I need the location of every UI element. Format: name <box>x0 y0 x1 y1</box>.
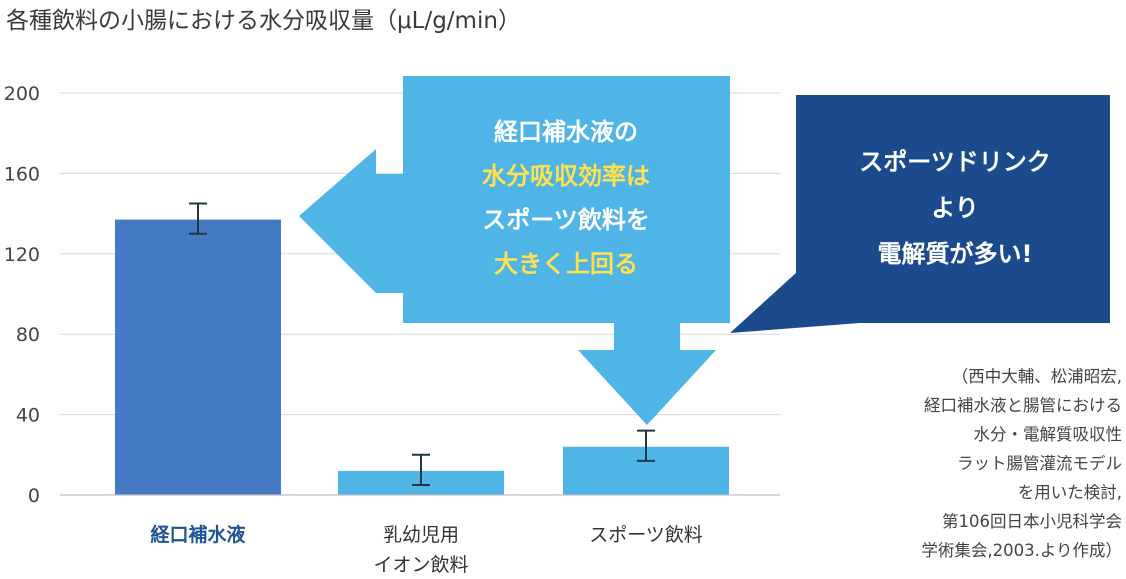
secondary-callout-line: より <box>931 194 979 222</box>
source-line: 学術集会,2003.より作成） <box>921 541 1122 560</box>
main-callout-line: 経口補水液の <box>494 118 638 146</box>
y-tick-label: 160 <box>4 163 40 185</box>
error-bar <box>189 202 207 235</box>
source-line: を用いた検討, <box>1018 483 1122 502</box>
main-callout-shape <box>299 76 730 425</box>
bars <box>115 219 729 495</box>
main-callout-line: 大きく上回る <box>494 250 638 278</box>
error-bars <box>189 202 655 486</box>
x-tick-label: スポーツ飲料 <box>589 524 703 546</box>
secondary-callout-line: スポーツドリンク <box>859 148 1051 176</box>
x-tick-label: 経口補水液 <box>150 523 246 546</box>
main-callout-line: スポーツ飲料を <box>482 206 650 234</box>
error-bar <box>412 453 430 486</box>
bar <box>115 219 281 495</box>
source-line: ラット腸管灌流モデル <box>957 453 1122 473</box>
secondary-callout-shape <box>730 95 1110 333</box>
y-tick-label: 0 <box>28 485 40 507</box>
y-tick-label: 120 <box>4 244 40 266</box>
chart-title: 各種飲料の小腸における水分吸収量（μL/g/min） <box>6 8 521 34</box>
source-line: 水分・電解質吸収性 <box>974 425 1123 444</box>
y-tick-label: 80 <box>16 324 40 346</box>
y-tick-label: 200 <box>4 83 40 105</box>
secondary-callout-line: 電解質が多い! <box>878 240 1033 268</box>
source-citation: （西中大輔、松浦昭宏, 経口補水液と腸管における水分・電解質吸収性ラット腸管灌流モ… <box>921 367 1122 560</box>
x-tick-label: 乳幼児用イオン飲料 <box>373 524 468 576</box>
error-bar <box>637 429 655 462</box>
source-line: 第106回日本小児科学会 <box>942 512 1122 531</box>
main-callout-line: 水分吸収効率は <box>482 162 650 190</box>
x-axis: 経口補水液 乳幼児用イオン飲料 スポーツ飲料 <box>60 494 780 576</box>
source-line: 経口補水液と腸管における <box>924 396 1122 415</box>
source-line: （西中大輔、松浦昭宏, <box>952 367 1122 386</box>
y-axis: 0 40 80 120 160 200 <box>4 83 40 507</box>
y-tick-label: 40 <box>16 405 40 427</box>
